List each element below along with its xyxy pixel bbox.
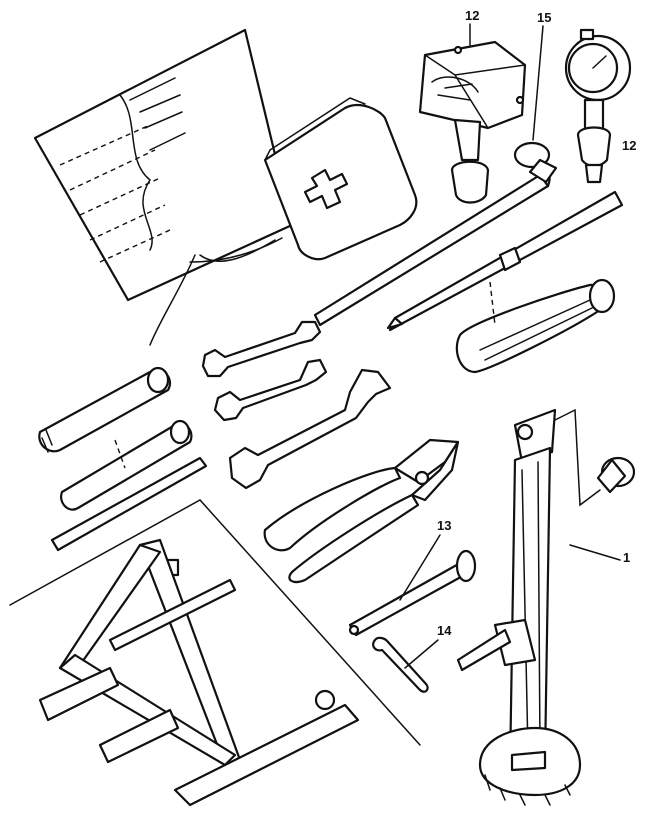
callout-12-right: 12: [622, 138, 636, 153]
callout-13: 13: [437, 518, 451, 533]
callout-1: 1: [623, 550, 630, 565]
large-spanner: [228, 368, 392, 490]
car-jack: [456, 408, 636, 806]
callout-14: 14: [437, 623, 452, 638]
box-spanner-2: [60, 419, 193, 511]
warning-triangle-icon: [9, 499, 421, 807]
first-aid-kit-icon: [263, 97, 418, 261]
tyre-gauge-box: [418, 40, 527, 204]
wheel-brace: [313, 141, 558, 327]
small-spanner-1: [201, 320, 322, 378]
tommy-bar-rod: [50, 456, 208, 552]
small-spanner-2: [213, 358, 328, 422]
tommy-bar: [348, 549, 477, 637]
round-pressure-gauge: [564, 28, 632, 184]
callout-12-top-left: 12: [465, 8, 479, 23]
box-spanner-1: [38, 366, 171, 453]
split-pin: [372, 636, 429, 693]
screwdriver: [386, 190, 624, 374]
pliers: [263, 438, 460, 584]
callout-15: 15: [537, 10, 551, 25]
tool-roll-icon: [33, 28, 294, 346]
